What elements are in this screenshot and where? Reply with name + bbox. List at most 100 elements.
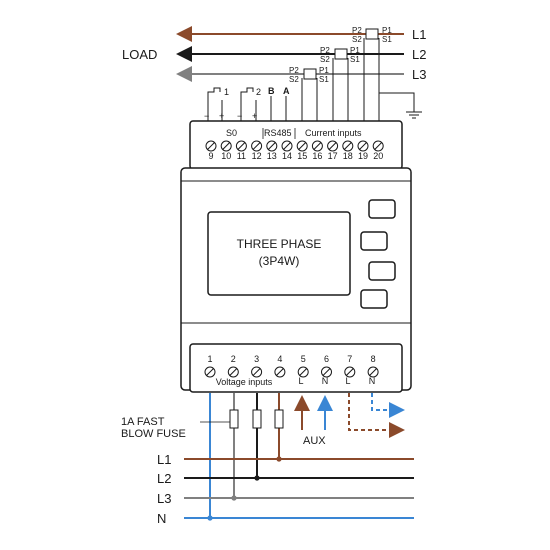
voltage-inputs-label: Voltage inputs (216, 377, 273, 387)
pulse1-number: 1 (224, 87, 229, 97)
ground-icon (406, 111, 422, 119)
ct2-p2: P2 (320, 46, 330, 55)
top-terminal-number-14: 14 (282, 151, 292, 161)
bottom-terminal-number-4: 4 (277, 354, 282, 364)
ct1-p2: P2 (352, 26, 362, 35)
top-terminal-screw-16-slot (313, 142, 322, 150)
bottom-terminal-number-3: 3 (254, 354, 259, 364)
bus-n-label: N (157, 511, 166, 526)
minus-2: − (237, 111, 242, 121)
bottom-terminal-screw-5-slot (299, 368, 308, 376)
junction-l2 (254, 475, 260, 481)
bottom-terminal-screw-6-slot (322, 368, 331, 376)
ct3-p1: P1 (319, 66, 329, 75)
fuse-1 (229, 409, 239, 429)
ct3-s1: S1 (319, 75, 329, 84)
ct1-s2: S2 (352, 35, 362, 44)
top-l3-label: L3 (412, 67, 426, 82)
junction-l3 (231, 495, 237, 501)
ct2 (334, 48, 348, 60)
top-terminal-number-10: 10 (221, 151, 231, 161)
bottom-terminal-screw-3-slot (252, 368, 261, 376)
top-terminal-number-16: 16 (312, 151, 322, 161)
bottom-terminal-screw-4-slot (276, 368, 284, 376)
ct1-s1: S1 (382, 35, 392, 44)
meter-button-1[interactable] (368, 199, 396, 219)
meter-button-4[interactable] (360, 289, 388, 309)
top-terminal-screws (205, 140, 384, 152)
rs485-b-label: B (268, 86, 275, 96)
plus-1: + (219, 111, 224, 121)
rs485-a-label: A (283, 86, 290, 96)
top-terminal-screw-9-slot (207, 142, 215, 150)
bottom-terminal-screw-8-slot (369, 368, 377, 376)
group-s0-label: S0 (226, 128, 237, 138)
top-terminal-screw-19-slot (359, 142, 367, 150)
top-terminal-number-13: 13 (267, 151, 277, 161)
bottom-terminal-number-1: 1 (207, 354, 212, 364)
top-terminal-screw-14-slot (283, 142, 291, 150)
bottom-terminal-number-7: 7 (347, 354, 352, 364)
fuse-2 (252, 409, 262, 429)
meter-button-3[interactable] (368, 261, 396, 281)
bottom-sub-7: L (345, 376, 350, 386)
ct1-p1: P1 (382, 26, 392, 35)
top-terminal-screw-20-slot (374, 142, 383, 150)
top-terminal-screw-12-slot (252, 142, 261, 150)
top-terminal-number-12: 12 (252, 151, 262, 161)
display-screen (207, 211, 351, 296)
meter-button-2[interactable] (360, 231, 388, 251)
bus-l1-label: L1 (157, 452, 171, 467)
fuse-label-line1: 1A FAST (121, 416, 165, 428)
meter-bottom-block (189, 343, 403, 393)
ct3-p2: P2 (289, 66, 299, 75)
display-line2: (3P4W) (259, 254, 300, 268)
top-terminal-screw-15-slot (298, 142, 307, 150)
bottom-sub-8: N (369, 376, 376, 386)
output-n-dashed (371, 393, 405, 418)
top-terminal-number-20: 20 (373, 151, 383, 161)
top-terminal-screw-18-slot (343, 142, 352, 150)
bottom-terminal-screw-2-slot (229, 368, 238, 376)
ct2-s1: S1 (350, 55, 360, 64)
fuse-3 (274, 409, 284, 429)
top-terminal-screw-13-slot (267, 142, 276, 150)
bus-l2-label: L2 (157, 471, 171, 486)
bottom-sub-6: N (322, 376, 329, 386)
plus-2: + (252, 111, 257, 121)
ct3-s2: S2 (289, 75, 299, 84)
top-terminal-number-15: 15 (297, 151, 307, 161)
bottom-terminal-screw-1-slot (206, 368, 214, 376)
aux-label: AUX (303, 435, 326, 447)
top-terminal-number-11: 11 (237, 151, 246, 161)
top-terminal-screw-17-slot (328, 142, 337, 150)
junction-l1 (276, 456, 282, 462)
junction-n (207, 515, 213, 521)
ct2-p1: P1 (350, 46, 360, 55)
load-label: LOAD (122, 47, 157, 62)
top-terminal-number-18: 18 (343, 151, 353, 161)
top-terminal-number-19: 19 (358, 151, 368, 161)
bottom-terminal-screw-7-slot (345, 368, 354, 376)
bottom-terminal-number-8: 8 (371, 354, 376, 364)
group-current-label: Current inputs (305, 128, 362, 138)
top-terminal-screw-10-slot (222, 142, 231, 150)
bottom-terminal-number-2: 2 (231, 354, 236, 364)
bottom-terminal-number-5: 5 (301, 354, 306, 364)
fuse-label-line2: BLOW FUSE (121, 428, 186, 440)
output-l-dashed (348, 393, 405, 438)
top-terminal-number-9: 9 (208, 151, 213, 161)
display-line1: THREE PHASE (237, 237, 322, 251)
pulse2-number: 2 (256, 87, 261, 97)
pulse2-icon (240, 87, 254, 115)
bus-l3-label: L3 (157, 491, 171, 506)
ct3 (303, 68, 317, 80)
group-rs485-label: RS485 (264, 128, 292, 138)
top-terminal-screw-11-slot (237, 142, 246, 150)
ct1 (365, 28, 379, 40)
ct2-s2: S2 (320, 55, 330, 64)
bottom-terminal-screws (204, 366, 379, 378)
